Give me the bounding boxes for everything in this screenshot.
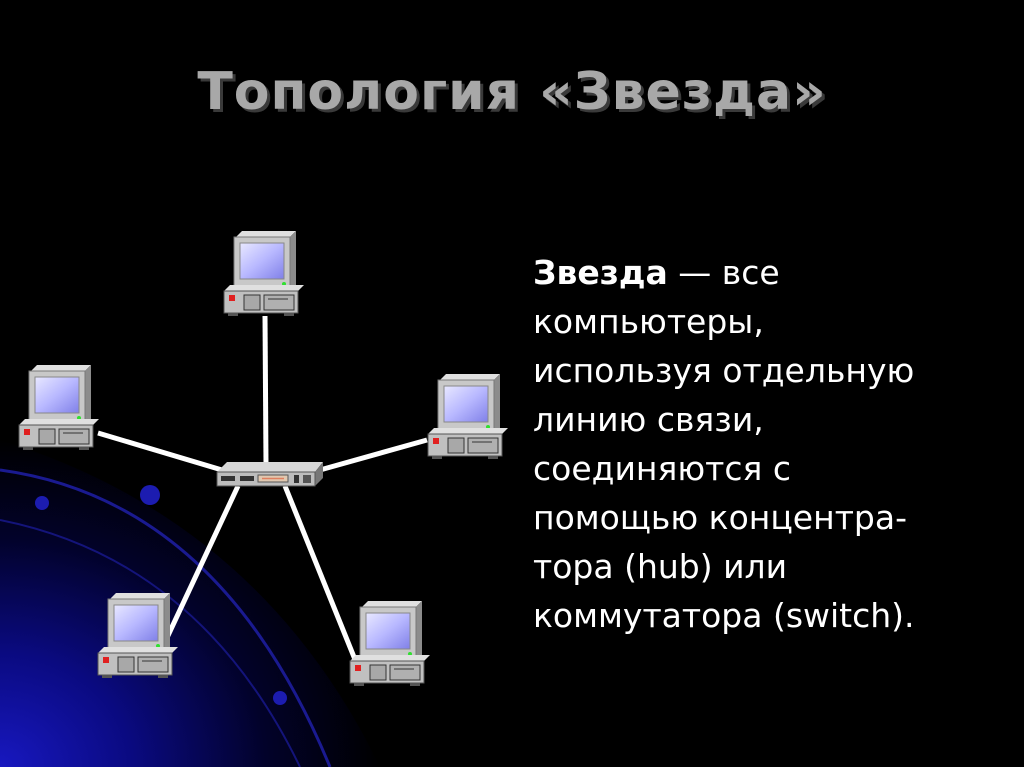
body-line: — все bbox=[667, 253, 780, 292]
body-line: используя отдельную bbox=[533, 351, 915, 390]
cable-top bbox=[262, 315, 269, 465]
cable-bottom-right bbox=[282, 485, 359, 663]
body-line: помощью концентра- bbox=[533, 498, 907, 537]
cable-bottom-left bbox=[162, 484, 241, 644]
computer-icon bbox=[427, 373, 508, 460]
network-cables bbox=[97, 315, 428, 663]
slide-body-text: Звезда — все компьютеры, используя отдел… bbox=[533, 248, 1013, 640]
computer-icon bbox=[223, 230, 304, 317]
cable-right bbox=[319, 437, 428, 473]
body-line: линию связи, bbox=[533, 400, 764, 439]
computer-icon bbox=[18, 364, 99, 451]
hub-icon bbox=[216, 462, 323, 487]
term: Звезда bbox=[533, 253, 668, 292]
slide-title: Топология «Звезда» bbox=[197, 62, 827, 122]
body-line: тора (hub) или bbox=[533, 547, 788, 586]
body-line: соединяются с bbox=[533, 449, 791, 488]
cable-left bbox=[97, 430, 223, 473]
computer-icon bbox=[349, 600, 430, 687]
body-line: коммутатора (switch). bbox=[533, 596, 915, 635]
computer-icon bbox=[97, 592, 178, 679]
body-line: компьютеры, bbox=[533, 302, 764, 341]
